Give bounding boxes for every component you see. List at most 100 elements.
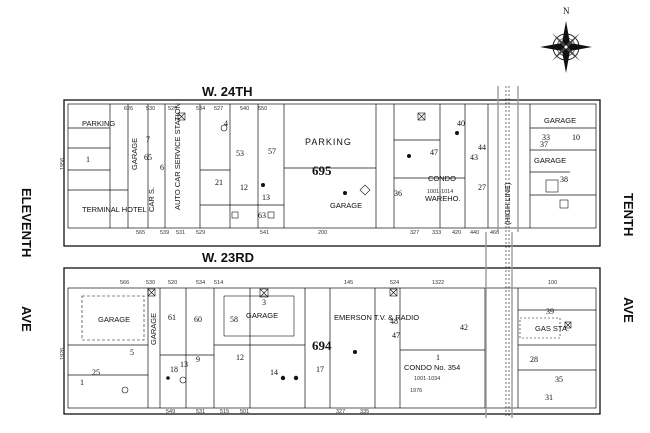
lot-upper-5: 57 [268,147,276,156]
edge-lower-bottom-5: 335 [360,409,369,415]
edge-upper-top-3: 534 [196,106,205,112]
lot-upper-15: 12 [240,183,248,192]
edge-upper-bottom-6: 327 [410,230,419,236]
lbl-parking-big: PARKING [305,137,352,147]
lot-lower-13: 48 [390,317,398,326]
lot-lower-5: 60 [194,315,202,324]
edge-upper-top-6: 550 [258,106,267,112]
high-line-track [505,86,510,418]
edge-upper-bottom-3: 529 [196,230,205,236]
lot-lower-20: 1 [436,353,440,362]
lot-lower-16: 39 [546,307,554,316]
edge-lower-bottom-0: 549 [166,409,175,415]
lot-lower-14: 42 [460,323,468,332]
lower-side-number: 1926 [60,348,66,360]
lot-upper-12: 33 [542,133,550,142]
lot-upper-20: 10 [572,133,580,142]
lot-upper-19: 13 [262,193,270,202]
lot-upper-6: 36 [394,189,402,198]
edge-upper-bottom-1: 539 [160,230,169,236]
lbl-wareho: WAREHO. [425,194,461,203]
lot-upper-16: 63 [258,211,266,220]
lower-side-year: 1976 [410,388,422,394]
edge-upper-bottom-4: 541 [260,230,269,236]
lot-lower-3: 18 [170,365,178,374]
edge-lower-top-6: 524 [390,280,399,286]
lot-lower-0: 1 [80,378,84,387]
block-694: GARAGE GARAGE GARAGE EMERSON T.V. & RADI… [60,267,601,415]
lbl-condo-lower: CONDO No. 354 [404,363,460,372]
edge-upper-top-5: 540 [240,106,249,112]
edge-upper-bottom-9: 440 [470,230,479,236]
edge-upper-bottom-8: 420 [452,230,461,236]
lbl-condo: CONDO [428,174,456,183]
edge-lower-bottom-1: 531 [196,409,205,415]
lot-lower-8: 13 [180,360,188,369]
lbl-high-line: (HIGH LINE) [503,182,512,225]
lbl-auto-car: AUTO CAR SERVICE STATION [173,103,182,210]
block-695: PARKING GARAGE AUTO CAR SERVICE STATION … [60,99,601,247]
lbl-garage-mid: GARAGE [330,201,362,210]
edge-lower-top-0: 566 [120,280,129,286]
block-number-694: 694 [312,338,332,353]
lot-lower-12: 17 [316,365,324,374]
lot-lower-10: 12 [236,353,244,362]
edge-upper-top-1: 530 [146,106,155,112]
edge-lower-top-8: 100 [548,280,557,286]
ave-west-name: ELEVENTH [19,188,34,257]
lot-upper-18: 6 [160,163,164,172]
street-w24: W. 24TH [202,84,253,99]
lot-upper-13: 38 [560,175,568,184]
edge-lower-top-4: 514 [214,280,223,286]
lot-upper-10: 40 [457,119,465,128]
edge-lower-top-1: 530 [146,280,155,286]
lot-lower-11: 14 [270,368,278,377]
lbl-garage-e2: GARAGE [534,156,566,165]
lot-lower-15: 47 [392,331,400,340]
lbl-garage-mid-lower: GARAGE [246,311,278,320]
lbl-terminal-hotel: TERMINAL HOTEL [82,205,147,214]
edge-lower-bottom-4: 327 [336,409,345,415]
lot-upper-17: 21 [215,178,223,187]
lbl-car-s: CAR S. [147,187,156,212]
lot-upper-1: 7 [146,135,150,144]
lot-upper-9: 44 [478,143,486,152]
lbl-condo-range: 1001-1014 [427,189,453,195]
lbl-garage-w: GARAGE [130,138,139,170]
lbl-garage-v-lower: GARAGE [149,313,158,345]
lot-upper-2: 65 [144,153,152,162]
lot-upper-3: 4 [224,119,228,128]
compass-rose-icon [540,21,592,73]
lot-lower-7: 3 [262,298,266,307]
edge-upper-top-0: 626 [124,106,133,112]
lot-lower-17: 31 [545,393,553,402]
edge-lower-top-7: 1322 [432,280,444,286]
lbl-garage-w-lower: GARAGE [98,315,130,324]
edge-lower-bottom-3: 501 [240,409,249,415]
lot-upper-0: 1 [86,155,90,164]
edge-lower-top-2: 520 [168,280,177,286]
lot-upper-11: 27 [478,183,486,192]
edge-upper-bottom-7: 333 [432,230,441,236]
lbl-garage-e1: GARAGE [544,116,576,125]
lot-lower-1: 25 [92,368,100,377]
lot-upper-4: 53 [236,149,244,158]
edge-upper-bottom-10: 460 [490,230,499,236]
lot-lower-19: 28 [530,355,538,364]
north-letter: N [563,6,570,16]
lot-lower-4: 61 [168,313,176,322]
lbl-emerson: EMERSON T.V. & RADIO [334,313,419,322]
lot-lower-2: 5 [130,348,134,357]
edge-lower-top-3: 534 [196,280,205,286]
lot-lower-6: 58 [230,315,238,324]
edge-upper-bottom-0: 565 [136,230,145,236]
high-line-corridor [485,86,519,418]
edge-upper-top-4: 527 [214,106,223,112]
edge-upper-bottom-5: 200 [318,230,327,236]
edge-lower-bottom-2: 515 [220,409,229,415]
ave-east-suffix: AVE [621,297,636,323]
lot-upper-7: 47 [430,148,438,157]
lot-upper-14: 37 [540,140,548,149]
edge-upper-bottom-2: 531 [176,230,185,236]
block-number-695: 695 [312,163,332,178]
